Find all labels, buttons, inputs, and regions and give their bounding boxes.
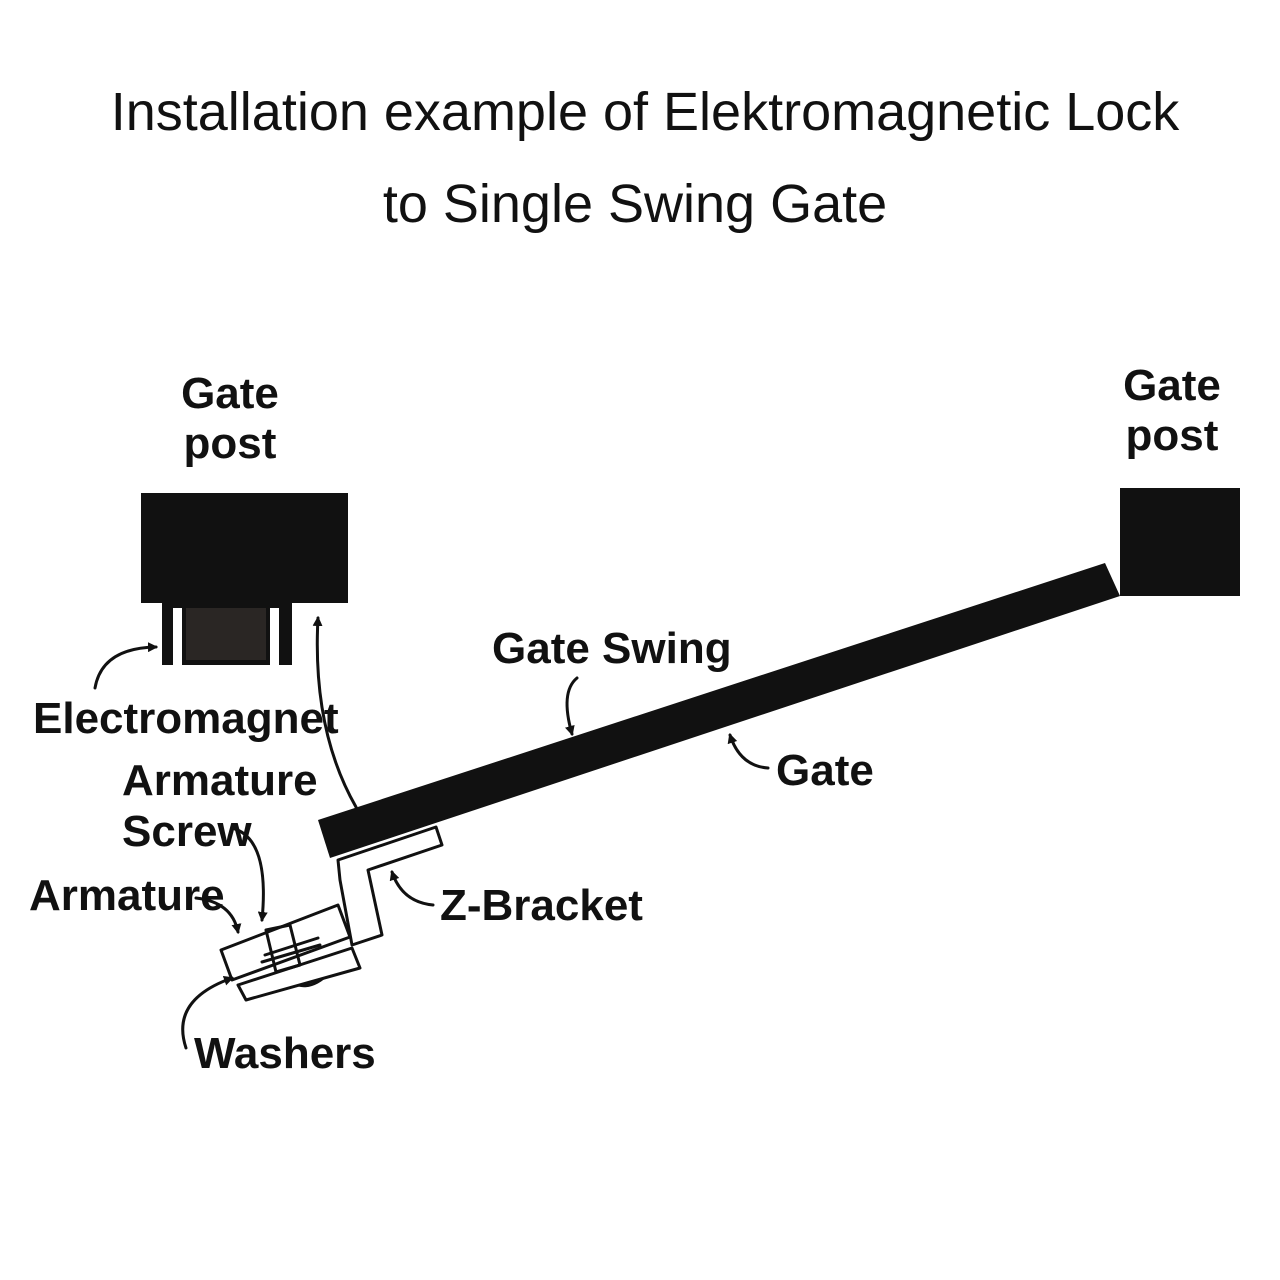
gate-swing-leader-arrow — [564, 676, 579, 736]
washers-label: Washers — [194, 1029, 376, 1078]
left-gate-post — [141, 493, 348, 603]
gate-swing-label: Gate Swing — [492, 624, 732, 673]
washer-plate — [236, 946, 362, 1002]
diagram-title-line-1: Installation example of Elektromagnetic … — [111, 82, 1181, 142]
z-bracket-label: Z-Bracket — [440, 881, 643, 930]
electromagnet — [162, 603, 292, 665]
armature-screw-label-line-1: Armature — [122, 756, 318, 805]
gate-bar — [318, 563, 1120, 858]
gate-leader-arrow — [727, 733, 770, 770]
gate-label: Gate — [776, 746, 874, 795]
armature-leader-arrow — [194, 896, 242, 934]
gate-swing-arc-arrow — [312, 616, 358, 809]
right-gate-post-label-line-2: post — [1126, 411, 1219, 460]
electromagnet-leader-arrow — [93, 642, 158, 690]
armature-label: Armature — [29, 871, 225, 920]
electromagnet-label: Electromagnet — [33, 694, 339, 743]
armature-screw-leader-arrow — [230, 826, 268, 922]
washers-leader-arrow — [181, 975, 234, 1050]
z-bracket — [336, 825, 444, 947]
armature — [219, 903, 352, 982]
left-gate-post-label-line-1: Gate — [181, 369, 279, 418]
left-gate-post-label-line-2: post — [184, 419, 277, 468]
armature-assembly — [219, 903, 362, 1002]
right-gate-post — [1120, 488, 1240, 596]
diagram-title-line-2: to Single Swing Gate — [383, 174, 887, 234]
z-bracket-leader-arrow — [389, 870, 435, 907]
right-gate-post-label-line-1: Gate — [1123, 361, 1221, 410]
armature-screw-label-line-2: Screw — [122, 807, 252, 856]
